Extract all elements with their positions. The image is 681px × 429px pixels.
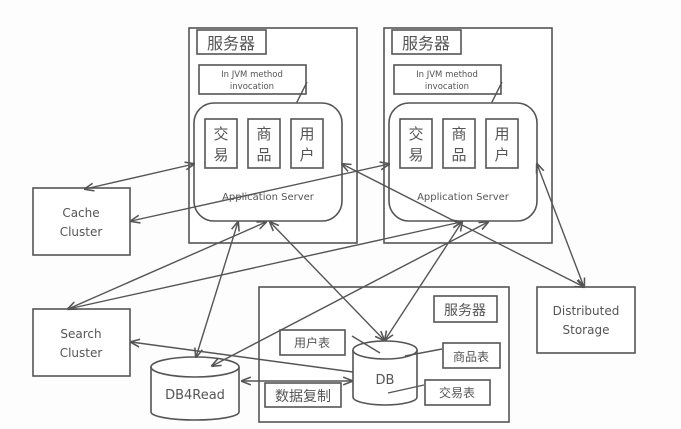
server-2-jvm-note-box [393,64,502,95]
search-cluster-label-line2: Cluster [60,346,103,360]
server-2-jvm-note-line1: In JVM method [416,70,478,80]
server-1-label-box [196,29,267,55]
server-1-module-product [247,118,281,169]
server-1-module-user-char1: 用 [299,125,314,143]
search-cluster: Search Cluster [32,308,131,377]
server-2-jvm-note-line2: invocation [425,82,469,92]
search-cluster-label-line1: Search [60,327,101,341]
server-1-jvm-note-line2: invocation [230,82,274,92]
db4read: DB4Read [150,356,240,421]
distributed-storage: Distributed Storage [536,286,636,354]
db4read-body [150,367,240,421]
db-cylinder-top [352,340,418,360]
distributed-storage-box [536,286,636,354]
db4read-label: DB4Read [165,388,225,403]
server-1-module-trade-char1: 交 [213,125,228,143]
server-1-label: 服务器 [207,34,255,53]
server-2-app-server-label: Application Server [417,192,510,203]
arrow-server1-cache [85,164,194,189]
server-1-module-user-char2: 户 [299,146,314,164]
db-cylinder: DB [352,340,418,406]
arrow-server2-storage [537,164,584,287]
server-2-module-product-char1: 商 [451,125,466,143]
distributed-storage-label-line2: Storage [563,323,610,337]
server-2-module-product-char2: 品 [451,146,466,164]
server-2-module-product [442,118,476,169]
server-1-module-product-char2: 品 [256,146,271,164]
server-2-module-trade-char2: 易 [408,146,423,164]
db-server-label: 服务器 [444,303,486,319]
distributed-storage-label-line1: Distributed [553,304,620,318]
server-1-jvm-note-box [198,64,307,95]
db-label: DB [376,373,395,388]
product-table-label: 商品表 [453,349,489,364]
server-2-module-trade-char1: 交 [408,125,423,143]
server-2-module-trade [399,118,433,169]
server-1: 服务器 In JVM method invocation 交 易 商 品 用 户… [188,27,358,244]
server-1-jvm-note-line1: In JVM method [221,70,283,80]
user-table-label: 用户表 [294,335,330,350]
trade-table-label: 交易表 [439,385,475,400]
server-1-module-user [290,118,324,169]
server-2: 服务器 In JVM method invocation 交 易 商 品 用 户… [383,27,553,244]
arrow-server1-db [270,222,384,340]
server-1-module-trade-char2: 易 [213,146,228,164]
server-1-module-product-char1: 商 [256,125,271,143]
connections [68,164,584,381]
server-2-module-user-char2: 户 [494,146,509,164]
replication-label: 数据复制 [275,388,331,405]
search-cluster-box [32,308,131,377]
trade-table-pointer [387,384,425,394]
cache-cluster-label-line2: Cluster [60,225,103,239]
db4read-top [150,356,240,378]
server-2-module-user-char1: 用 [494,125,509,143]
cache-cluster: Cache Cluster [32,187,131,256]
cache-cluster-label-line1: Cache [62,206,99,220]
trade-table-box [424,379,491,406]
replication-label-box [264,382,342,408]
cache-cluster-box [32,187,131,256]
db-server: 服务器 用户表 商品表 交易表 数据复制 DB [258,286,510,423]
server-2-label-box [391,29,462,55]
server-2-label: 服务器 [402,34,450,53]
